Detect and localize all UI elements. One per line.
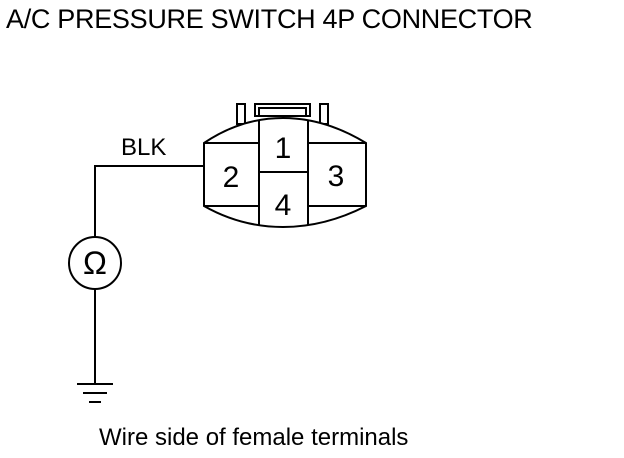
terminal-dividers (204, 120, 366, 225)
diagram-caption: Wire side of female terminals (99, 424, 409, 451)
terminal-4-label: 4 (275, 189, 292, 222)
terminal-2-label: 2 (223, 161, 240, 194)
blk-wire (94, 165, 204, 237)
ohmmeter-icon: Ω (68, 236, 122, 290)
terminal-3-label: 3 (328, 160, 345, 193)
ohm-symbol: Ω (83, 245, 107, 281)
wire-color-label: BLK (121, 134, 166, 161)
diagram-title: A/C PRESSURE SWITCH 4P CONNECTOR (6, 4, 533, 34)
ground-icon (77, 383, 113, 403)
terminal-1-label: 1 (275, 132, 292, 165)
